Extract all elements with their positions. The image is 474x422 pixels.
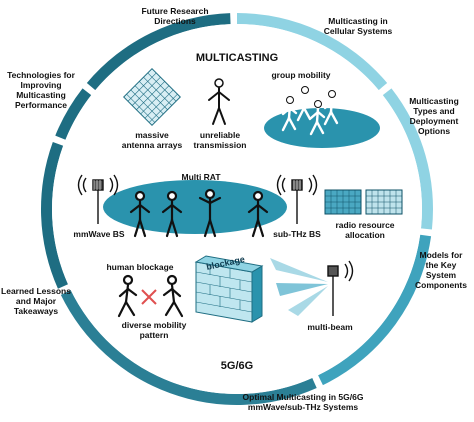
ring-technologies [55, 88, 92, 140]
subthz-bs-icon [276, 174, 318, 224]
label-technologies: Technologies for Improving Multicasting … [7, 70, 75, 110]
ring-optimal [60, 290, 317, 405]
ring-lessons [41, 141, 68, 289]
label-radio-resource: radio resource allocation [335, 220, 395, 240]
label-multicasting-types: Multicasting Types and Deployment Option… [409, 96, 459, 136]
label-optimal-multicasting: Optimal Multicasting in 5G/6G mmWave/sub… [242, 392, 364, 412]
ring-cellular [237, 13, 388, 91]
title-multicasting: MULTICASTING [195, 52, 279, 64]
label-massive-antenna: massive antenna arrays [121, 130, 183, 150]
ring-segments [41, 13, 434, 405]
blockage-wall-icon [194, 255, 264, 323]
label-subthz-bs: sub-THz BS [273, 229, 321, 239]
multi-rat-people-icon [129, 188, 269, 238]
label-mmwave-bs: mmWave BS [73, 229, 125, 239]
label-future-research: Future Research Directions [141, 6, 209, 26]
label-multi-rat: Multi RAT [181, 172, 221, 182]
ring-models [318, 234, 432, 386]
multi-beam-icon [270, 258, 354, 316]
human-blockage-walkers-icon [117, 274, 184, 318]
label-human-blockage: human blockage [106, 262, 174, 272]
label-multi-beam: multi-beam [307, 322, 353, 332]
ring-types [382, 88, 434, 230]
mmwave-bs-icon [77, 174, 119, 224]
blocked-cross-icon [141, 289, 157, 305]
group-mobility-ellipse [264, 108, 380, 148]
label-group-mobility: group mobility [271, 70, 331, 80]
group-mobility-walkers-outline [286, 86, 336, 108]
label-diverse-mobility: diverse mobility pattern [121, 320, 187, 340]
label-learned-lessons: Learned Lessons and Major Takeaways [1, 286, 71, 316]
label-multicasting-cellular: Multicasting in Cellular Systems [323, 16, 393, 36]
footer-5g6g: 5G/6G [220, 360, 254, 372]
ring-future [86, 13, 231, 91]
label-models-key-system: Models for the Key System Components [415, 250, 467, 290]
label-unreliable-transmission: unreliable transmission [193, 130, 247, 150]
unreliable-transmission-person-icon [208, 78, 230, 125]
massive-antenna-array-icon [123, 68, 181, 126]
multi-rat-ellipse [103, 180, 287, 234]
radio-resource-grid-icon [324, 189, 403, 215]
